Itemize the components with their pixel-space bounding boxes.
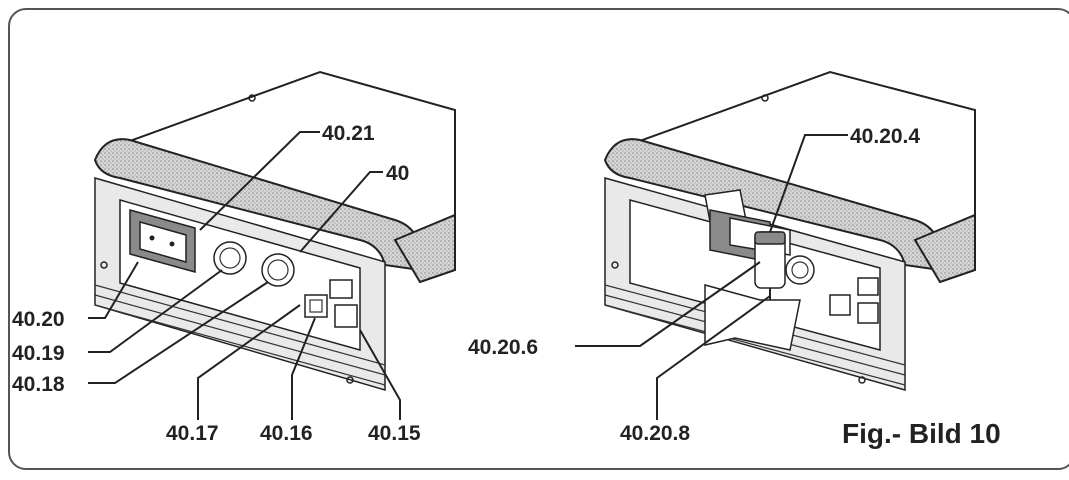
figure-frame: [8, 8, 1069, 470]
switch-40-16: [304, 294, 328, 318]
label-40-16: 40.16: [260, 422, 313, 445]
left-side-pad: [393, 213, 456, 284]
tag-40-20-6: [704, 284, 801, 351]
left-device-drawing: [93, 70, 456, 392]
switch-40-15: [334, 304, 358, 328]
label-40-21: 40.21: [322, 122, 375, 145]
label-40-20-4: 40.20.4: [850, 125, 920, 148]
figure-caption: Fig.- Bild 10: [842, 418, 1001, 449]
label-40-19: 40.19: [12, 342, 65, 365]
label-40-20-8: 40.20.8: [620, 422, 690, 445]
connector-40-19: [213, 241, 247, 275]
label-40: 40: [386, 162, 409, 185]
connector-40-18: [261, 253, 295, 287]
right-leader-lines: [575, 134, 848, 420]
left-leader-lines: [88, 131, 401, 420]
right-device-drawing: [603, 70, 976, 391]
label-40-18: 40.18: [12, 373, 65, 396]
label-40-15: 40.15: [368, 422, 421, 445]
left-labels: 40.21 40 40.20 40.19 40.18 40.17 40.16 4…: [12, 122, 421, 445]
label-40-17: 40.17: [166, 422, 219, 445]
right-labels: 40.20.4 40.20.6 40.20.8: [468, 125, 920, 445]
label-40-20-6: 40.20.6: [468, 336, 538, 359]
label-40-20: 40.20: [12, 308, 65, 331]
